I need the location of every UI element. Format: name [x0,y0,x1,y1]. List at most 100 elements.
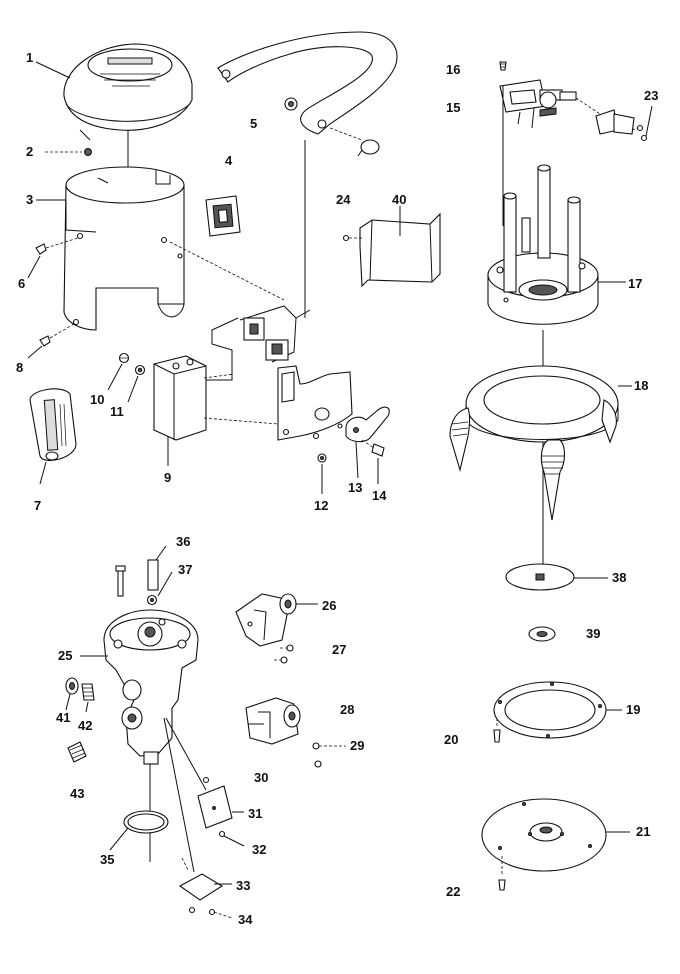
label-3: 3 [26,192,33,207]
part-3-shroud [63,166,185,331]
leader-36 [155,545,167,561]
label-34: 34 [238,912,253,927]
part-19-ring [493,681,607,739]
label-19: 19 [626,702,640,717]
label-15: 15 [446,100,460,115]
label-30: 30 [254,770,268,785]
label-41: 41 [56,710,70,725]
part-labels: 1 2 3 4 5 6 7 8 9 10 11 12 13 14 15 16 1… [16,50,658,927]
label-17: 17 [628,276,642,291]
part-41-fitting [65,677,79,695]
guide-25-31 [165,717,207,791]
label-10: 10 [90,392,104,407]
part-21-base-plate [481,798,607,872]
part-37-washer [146,594,158,606]
label-32: 32 [252,842,266,857]
part-16-screw [499,61,507,71]
guide-25-33 [163,717,195,873]
part-23-fitting [595,109,648,142]
part-8-screw [39,323,75,347]
part-17-burner-head [487,164,599,325]
leader-13 [355,441,359,479]
label-39: 39 [586,626,600,641]
label-24: 24 [336,192,351,207]
wiring-harness [206,305,311,381]
label-16: 16 [446,62,460,77]
label-11: 11 [110,404,124,419]
label-33: 33 [236,878,250,893]
leader-35 [109,827,129,851]
part-38-disc [505,563,575,591]
label-22: 22 [446,884,460,899]
leader-1 [35,61,71,79]
part-42-fitting [81,683,95,701]
part-24-screw [342,234,362,242]
part-22-screw [498,856,506,891]
part-27-screws [274,644,294,664]
part-10-screw [118,352,130,364]
part-29-screws [312,742,346,768]
label-20: 20 [444,732,458,747]
part-11-washer [134,364,146,376]
part-36-screw [115,559,159,597]
part-35-oring [123,810,169,834]
leader-10 [107,363,123,391]
leader-6 [27,255,41,279]
part-39-grommet [528,626,556,642]
part-mount-plate [277,365,353,441]
label-14: 14 [372,488,387,503]
label-37: 37 [178,562,192,577]
part-14-screw [361,439,385,457]
part-7-plate [29,388,77,461]
guide-3-15 [169,241,285,301]
label-8: 8 [16,360,23,375]
label-38: 38 [612,570,626,585]
part-31-plate [197,785,233,829]
part-15-valve-assembly [499,79,607,129]
part-6-screw [35,237,79,255]
part-34-screws [188,906,233,919]
label-35: 35 [100,852,114,867]
label-9: 9 [164,470,171,485]
leader-37 [157,571,173,597]
label-5: 5 [250,116,257,131]
part-28-connector [245,697,301,745]
label-36: 36 [176,534,190,549]
part-18-stand-ring [449,365,619,521]
label-29: 29 [350,738,364,753]
guide-9 [203,373,235,379]
part-4-window [205,195,241,237]
label-1: 1 [26,50,33,65]
part-26-connector [235,593,297,647]
leader-42 [85,701,89,713]
label-12: 12 [314,498,328,513]
part-25-valve-body [103,609,199,765]
part-43-plug [67,741,87,763]
leader-41 [65,693,71,711]
leader-11 [127,375,139,403]
part-1-dome-cap [63,43,193,131]
part-9-box [153,355,207,441]
leader-8 [27,345,43,359]
label-23: 23 [644,88,658,103]
label-42: 42 [78,718,92,733]
part-13-lever [345,406,390,443]
label-25: 25 [58,648,72,663]
part-33-plate [178,857,224,901]
label-18: 18 [634,378,648,393]
label-28: 28 [340,702,354,717]
part-32-screw [218,830,245,847]
label-2: 2 [26,144,33,159]
part-12-nut [317,453,327,463]
label-13: 13 [348,480,362,495]
guide-9b [203,417,279,425]
part-2-screw [45,129,92,156]
label-7: 7 [34,498,41,513]
leader-7 [39,461,47,485]
label-4: 4 [225,153,233,168]
label-43: 43 [70,786,84,801]
label-27: 27 [332,642,346,657]
part-20-screw [493,716,501,743]
label-40: 40 [392,192,406,207]
